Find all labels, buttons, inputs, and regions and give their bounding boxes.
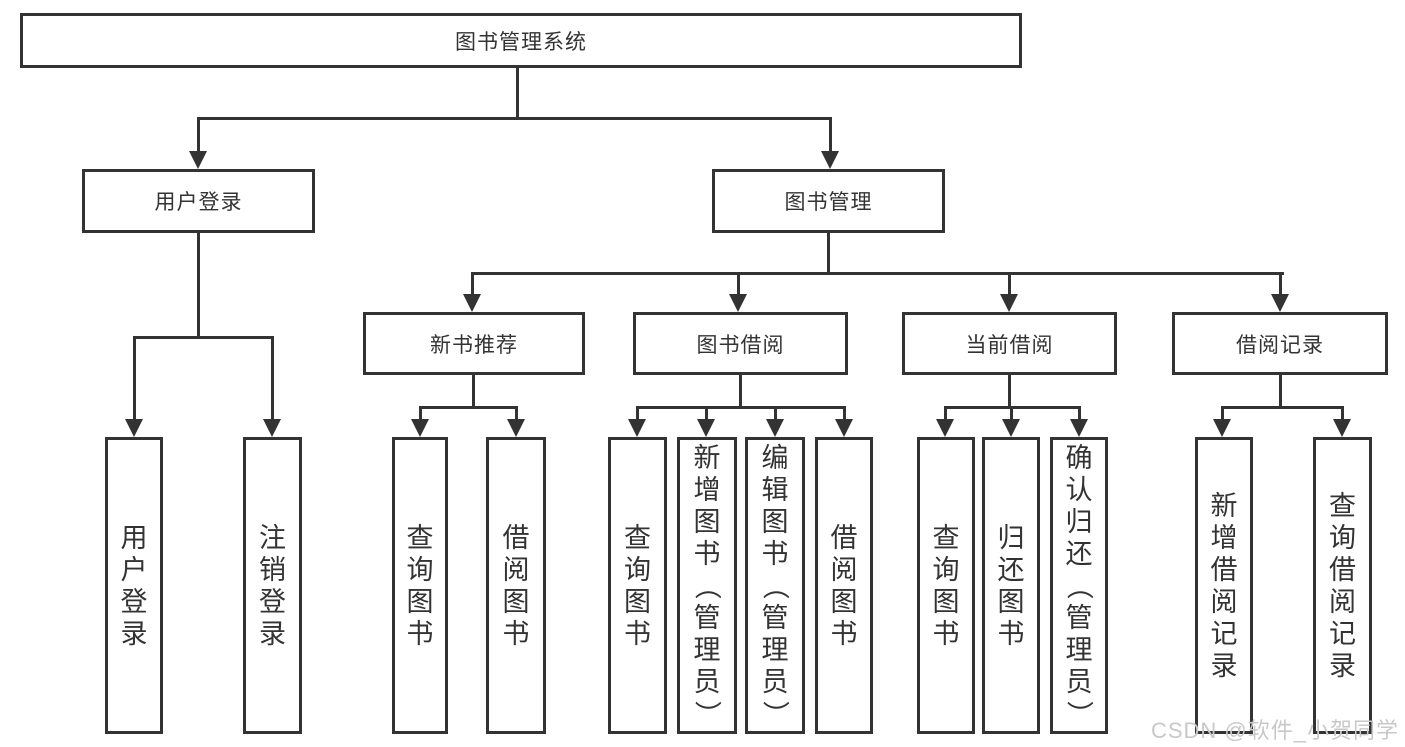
connector-line [827, 233, 830, 275]
leaf-borrow-edit-book-admin: 编辑图书（管理员） [745, 437, 805, 734]
node-user-login-label: 用户登录 [154, 191, 243, 214]
connector-line [843, 406, 846, 421]
arrow-down-icon [411, 419, 429, 437]
leaf-logout: 注销登录 [243, 437, 302, 734]
arrow-down-icon [628, 419, 646, 437]
node-new-book-recommend: 新书推荐 [363, 312, 585, 375]
connector-line [1010, 406, 1013, 421]
connector-line [774, 406, 777, 421]
leaf-borrow-add-book-admin-label: 新增图书（管理员） [692, 442, 722, 728]
node-borrow-record: 借阅记录 [1172, 312, 1388, 375]
node-current-borrow: 当前借阅 [902, 312, 1117, 375]
connector-line [472, 375, 475, 409]
connector-line [515, 406, 518, 421]
connector-line [636, 406, 639, 421]
arrow-down-icon [729, 294, 747, 312]
arrow-down-icon [1333, 419, 1351, 437]
connector-line [471, 272, 474, 296]
leaf-borrow-add-book-admin: 新增图书（管理员） [677, 437, 737, 734]
connector-line [271, 336, 274, 420]
leaf-borrow-borrow-book-label: 借阅图书 [830, 522, 858, 649]
connector-line [516, 68, 519, 120]
connector-line [705, 406, 708, 421]
arrow-down-icon [821, 151, 839, 169]
leaf-current-query-book-label: 查询图书 [932, 522, 960, 649]
connector-line [419, 406, 422, 421]
connector-line [1078, 406, 1081, 421]
connector-line [636, 406, 846, 409]
arrow-down-icon [936, 419, 954, 437]
leaf-newrec-query-book-label: 查询图书 [406, 522, 434, 649]
node-root: 图书管理系统 [20, 13, 1022, 68]
leaf-borrow-query-book-label: 查询图书 [624, 522, 651, 649]
leaf-record-query-record-label: 查询借阅记录 [1329, 490, 1356, 681]
leaf-borrow-borrow-book: 借阅图书 [815, 437, 873, 734]
node-book-management: 图书管理 [712, 169, 945, 233]
connector-line [1221, 406, 1224, 421]
arrow-down-icon [1271, 294, 1289, 312]
node-book-borrow-label: 图书借阅 [696, 333, 785, 357]
connector-line [1341, 406, 1344, 421]
connector-line [1279, 375, 1282, 409]
connector-line [1221, 406, 1344, 409]
connector-line [944, 406, 947, 421]
node-user-login: 用户登录 [82, 169, 315, 233]
arrow-down-icon [766, 419, 784, 437]
connector-line [419, 406, 518, 409]
arrow-down-icon [835, 419, 853, 437]
leaf-current-confirm-return-admin-label: 确认归还（管理员） [1064, 442, 1094, 728]
arrow-down-icon [125, 419, 143, 437]
leaf-newrec-borrow-book: 借阅图书 [486, 437, 546, 734]
leaf-record-add-record: 新增借阅记录 [1195, 437, 1253, 734]
connector-line [1008, 375, 1011, 409]
leaf-current-return-book: 归还图书 [982, 437, 1040, 734]
connector-line [829, 117, 832, 153]
connector-line [197, 117, 200, 153]
arrow-down-icon [507, 419, 525, 437]
connector-line [471, 272, 1284, 275]
arrow-down-icon [1000, 294, 1018, 312]
csdn-watermark: CSDN @软件_小贺同学 [1150, 718, 1399, 743]
arrow-down-icon [1213, 419, 1231, 437]
leaf-logout-label: 注销登录 [259, 522, 286, 649]
node-root-label: 图书管理系统 [455, 30, 587, 54]
arrow-down-icon [263, 419, 281, 437]
leaf-user-login-label: 用户登录 [120, 522, 148, 649]
connector-line [1008, 272, 1011, 296]
leaf-user-login: 用户登录 [105, 437, 163, 734]
connector-line [739, 375, 742, 409]
leaf-current-query-book: 查询图书 [917, 437, 975, 734]
connector-line [737, 272, 740, 296]
connector-line [1279, 272, 1282, 296]
leaf-newrec-query-book: 查询图书 [392, 437, 448, 734]
node-book-management-label: 图书管理 [784, 191, 873, 214]
leaf-newrec-borrow-book-label: 借阅图书 [502, 522, 530, 649]
connector-line [197, 117, 832, 120]
arrow-down-icon [697, 419, 715, 437]
leaf-record-add-record-label: 新增借阅记录 [1210, 490, 1238, 681]
arrow-down-icon [189, 151, 207, 169]
leaf-current-return-book-label: 归还图书 [997, 522, 1025, 649]
connector-line [197, 233, 200, 339]
arrow-down-icon [1070, 419, 1088, 437]
node-book-borrow: 图书借阅 [633, 312, 848, 375]
connector-line [133, 336, 136, 420]
leaf-borrow-edit-book-admin-label: 编辑图书（管理员） [760, 442, 790, 728]
leaf-record-query-record: 查询借阅记录 [1313, 437, 1372, 734]
node-current-borrow-label: 当前借阅 [965, 333, 1054, 357]
connector-line [133, 336, 274, 339]
node-borrow-record-label: 借阅记录 [1236, 333, 1324, 357]
leaf-current-confirm-return-admin: 确认归还（管理员） [1050, 437, 1108, 734]
arrow-down-icon [463, 294, 481, 312]
arrow-down-icon [1002, 419, 1020, 437]
node-new-book-recommend-label: 新书推荐 [430, 333, 518, 357]
leaf-borrow-query-book: 查询图书 [608, 437, 667, 734]
